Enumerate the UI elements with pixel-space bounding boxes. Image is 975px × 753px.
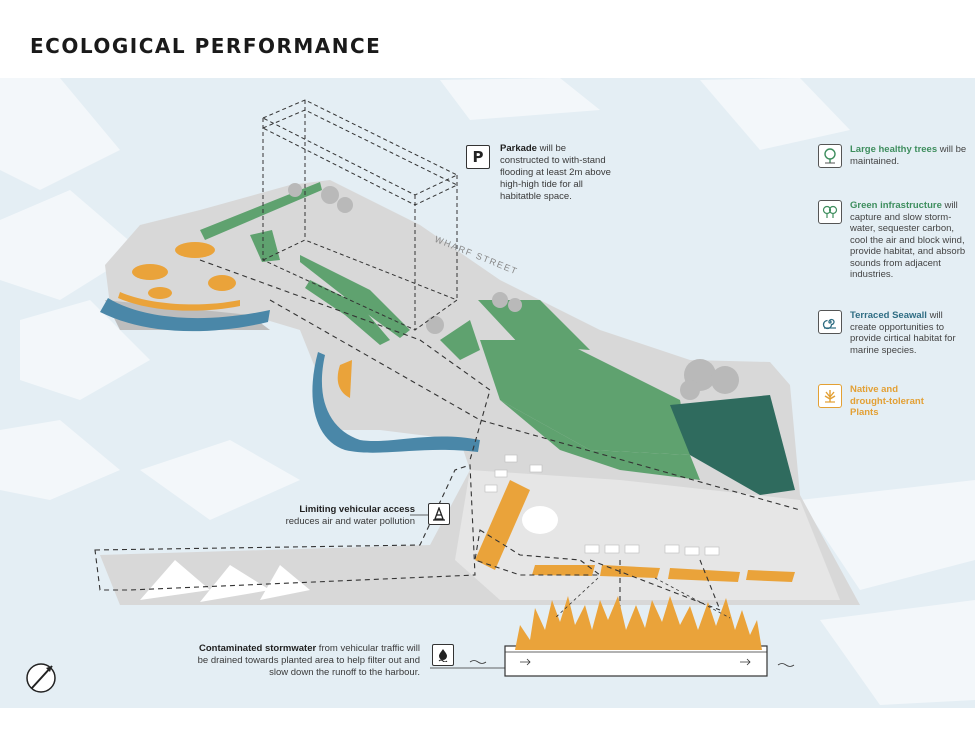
- seawall-spiral-icon: [818, 310, 842, 334]
- tree-icon: [818, 144, 842, 168]
- vehicular-note: Limiting vehicular access reduces air an…: [255, 504, 415, 528]
- green-infrastructure-areas: [200, 182, 700, 480]
- stormwater-note: Contaminated stormwater from vehicular t…: [190, 643, 420, 679]
- vehicular-bold: Limiting vehicular access: [299, 504, 415, 515]
- seawall-south: [312, 352, 480, 453]
- tree-clusters: [288, 183, 739, 400]
- market-tents: [484, 454, 720, 556]
- legend-item-native-plants: Native and drought-tolerant Plants: [818, 384, 968, 424]
- stormwater-bold: Contaminated stormwater: [198, 643, 317, 654]
- parkade-note: Parkade will be constructed to with-stan…: [500, 143, 615, 203]
- legend-native-bold: Native and drought-tolerant Plants: [850, 384, 924, 418]
- stormwater-text: from vehicular traffic will be drained t…: [197, 643, 420, 678]
- legend-item-trees: Large healthy trees will be maintained.: [818, 144, 968, 174]
- green-infrastructure-icon: [818, 200, 842, 224]
- legend-green-text: will capture and slow storm-water, seque…: [850, 200, 966, 280]
- legend-item-seawall: Terraced Seawall will create opportuniti…: [818, 310, 968, 360]
- legend-seawall-text: will create opportunities to provide cir…: [850, 310, 956, 356]
- parkade-text: will be constructed to with-stand floodi…: [500, 143, 611, 202]
- parkade-outline: [261, 99, 459, 331]
- planter-detail: [469, 596, 795, 677]
- seawall-west: [100, 298, 270, 332]
- legend-green-bold: Green infrastructure: [850, 200, 942, 211]
- native-plant-patches: [118, 242, 795, 582]
- legend-item-green-infrastructure: Green infrastructure will capture and sl…: [818, 200, 968, 280]
- traffic-cone-icon: [428, 503, 450, 525]
- legend-trees-bold: Large healthy trees: [850, 144, 938, 155]
- legend-trees-text: will be maintained.: [850, 144, 967, 167]
- dashed-zone-outlines: [94, 259, 801, 611]
- parkade-bold: Parkade: [500, 143, 537, 154]
- native-plant-icon: [818, 384, 842, 408]
- vehicular-text: reduces air and water pollution: [285, 516, 415, 527]
- parking-icon: P: [466, 145, 490, 169]
- dark-green-area: [670, 395, 795, 495]
- stormwater-drain-icon: [432, 644, 454, 666]
- roof-structures: [140, 506, 558, 602]
- legend-seawall-bold: Terraced Seawall: [850, 310, 927, 321]
- background-city-blocks: [0, 78, 975, 705]
- parking-letter: P: [472, 148, 484, 166]
- north-arrow-icon: [26, 663, 56, 693]
- page-title: ECOLOGICAL PERFORMANCE: [30, 34, 382, 58]
- leader-lines: [410, 514, 505, 669]
- zoom-leader: [554, 577, 731, 619]
